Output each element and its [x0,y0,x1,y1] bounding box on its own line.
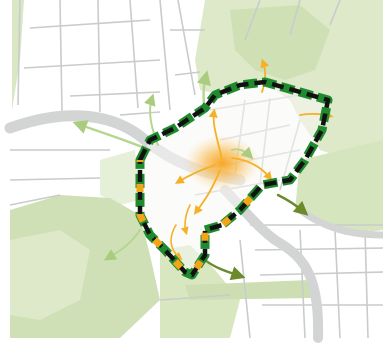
park-south-strip [185,280,312,300]
arrow-out-east-dark [276,193,309,216]
boundary-accent-orange [136,160,265,279]
arrow-south-loop [170,224,183,261]
arrow-out-center-green [231,146,254,160]
park-mid-left [100,150,140,205]
park-east [295,140,383,235]
green-areas [10,0,383,338]
arrow-center-south [193,169,221,215]
park-north-east-dark [230,5,330,80]
study-area-boundary [135,77,333,280]
arrow-center-north [208,108,223,161]
arrow-center-east [231,157,273,181]
arrow-out-southwest [103,229,141,261]
arrow-south-west [180,204,191,236]
park-left-top [12,0,24,110]
park-south-west-light [10,230,90,320]
arrow-center-west [174,164,216,184]
arrow-out-south-dark [203,258,246,281]
arrow-ne-top [260,58,270,93]
